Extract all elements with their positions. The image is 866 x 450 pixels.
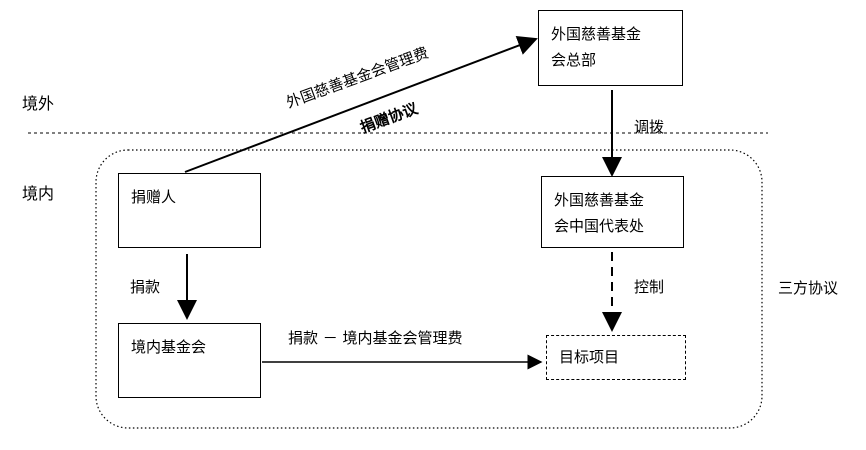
tripartite-agreement-label: 三方协议 [778,279,839,297]
region-inside-label: 境内 [22,184,55,203]
arrow-donor-to-hq [184,36,538,173]
foreign-rep-node: 外国慈善基金 会中国代表处 [541,176,684,248]
donor-node-label: 捐赠人 [131,188,177,206]
target-project-node-label: 目标项目 [559,348,620,366]
edge-label-donation: 捐款 [130,278,161,296]
tripartite-enclosure [95,149,763,429]
domestic-foundation-node: 境内基金会 [118,323,261,398]
edge-label-control: 控制 [634,278,665,296]
foreign-hq-node-label: 外国慈善基金 会总部 [551,25,642,69]
edge-label-allocation: 调拨 [634,118,665,136]
target-project-node: 目标项目 [546,335,686,380]
edge-label-donation-minus-fee: 捐款 － 境内基金会管理费 [288,329,463,347]
foreign-hq-node: 外国慈善基金 会总部 [538,10,683,86]
foreign-rep-node-label: 外国慈善基金 会中国代表处 [554,191,645,235]
donor-node: 捐赠人 [118,173,261,248]
domestic-foundation-node-label: 境内基金会 [131,338,207,356]
region-outside-label: 境外 [22,94,55,113]
